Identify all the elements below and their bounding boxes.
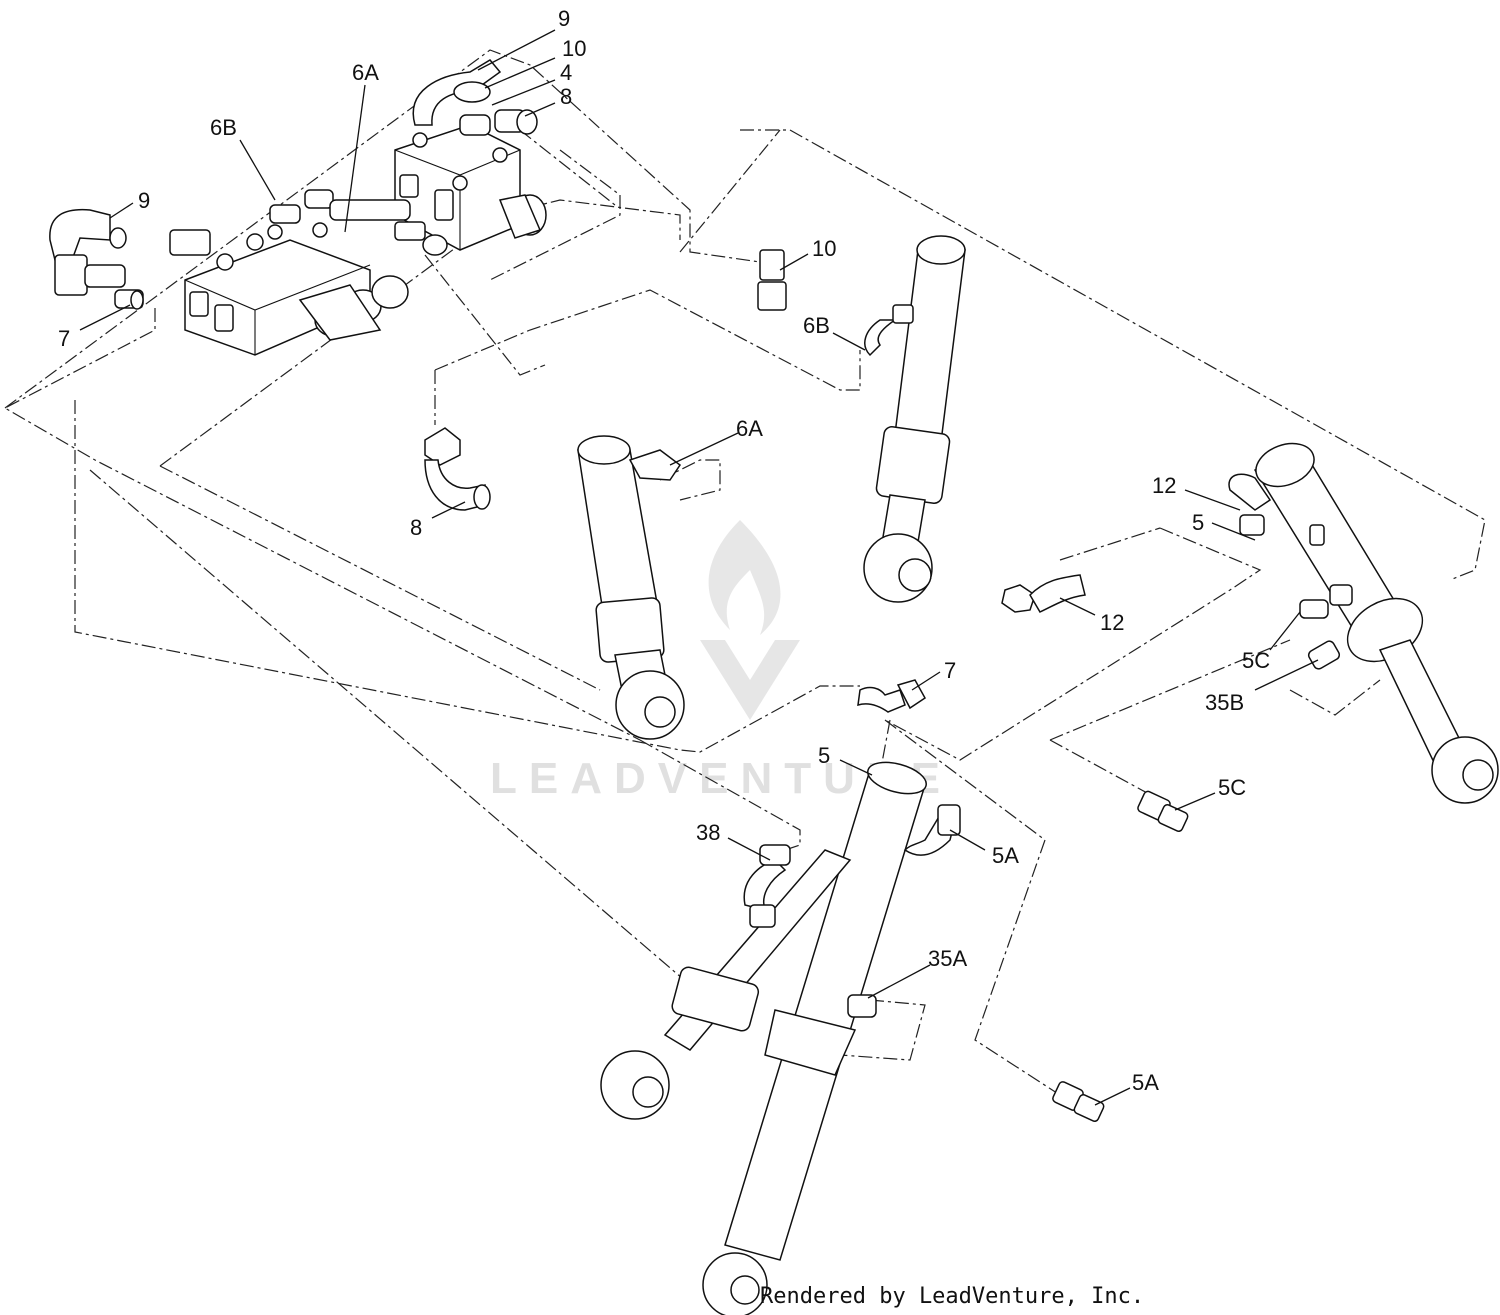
callout-6b: 6B bbox=[803, 313, 830, 338]
elbow-tee-fitting bbox=[49, 208, 144, 310]
leader-lines bbox=[79, 29, 1319, 1106]
cylinder-bottom-front bbox=[702, 761, 961, 1315]
fitting-7 bbox=[857, 679, 926, 713]
callout-10: 10 bbox=[812, 236, 836, 261]
callout-38: 38 bbox=[696, 820, 720, 845]
control-valve-upper bbox=[394, 59, 547, 251]
callout-5: 5 bbox=[818, 743, 830, 768]
callout-4: 4 bbox=[560, 60, 572, 85]
callout-7: 7 bbox=[58, 326, 70, 351]
fitting-5a bbox=[1052, 1081, 1105, 1122]
callout-5c: 5C bbox=[1242, 648, 1270, 673]
callout-8: 8 bbox=[560, 84, 572, 109]
cylinder-6a bbox=[577, 435, 685, 740]
callout-6b: 6B bbox=[210, 115, 237, 140]
callout-5a: 5A bbox=[992, 843, 1019, 868]
cylinder-6b bbox=[863, 235, 966, 603]
callout-9: 9 bbox=[138, 188, 150, 213]
callout-9: 9 bbox=[558, 6, 570, 31]
fitting-10 bbox=[757, 249, 787, 311]
callout-8: 8 bbox=[410, 515, 422, 540]
callout-labels: 9 10 4 8 6A 6B 9 7 10 6B 6A 8 12 5 12 5C… bbox=[58, 6, 1270, 1095]
flame-logo-icon bbox=[700, 520, 800, 720]
callout-6a: 6A bbox=[352, 60, 379, 85]
hose-routes bbox=[3, 49, 1486, 1096]
callout-10: 10 bbox=[562, 36, 586, 61]
watermark: LEADVENTURE bbox=[490, 520, 940, 803]
cylinder-bottom-rear bbox=[600, 844, 852, 1120]
callout-12: 12 bbox=[1152, 473, 1176, 498]
callout-5c: 5C bbox=[1218, 775, 1246, 800]
callout-12: 12 bbox=[1100, 610, 1124, 635]
render-credit: Rendered by LeadVenture, Inc. bbox=[760, 1284, 1144, 1309]
control-valve-lower bbox=[169, 189, 448, 356]
callout-35a: 35A bbox=[928, 946, 967, 971]
callout-6a: 6A bbox=[736, 416, 763, 441]
callout-5: 5 bbox=[1192, 510, 1204, 535]
callout-5a: 5A bbox=[1132, 1070, 1159, 1095]
callout-35b: 35B bbox=[1205, 690, 1244, 715]
fitting-12 bbox=[1001, 574, 1086, 613]
fitting-8 bbox=[424, 427, 491, 511]
fitting-5c bbox=[1137, 790, 1189, 832]
callout-7: 7 bbox=[944, 658, 956, 683]
cylinder-right bbox=[1228, 442, 1499, 804]
